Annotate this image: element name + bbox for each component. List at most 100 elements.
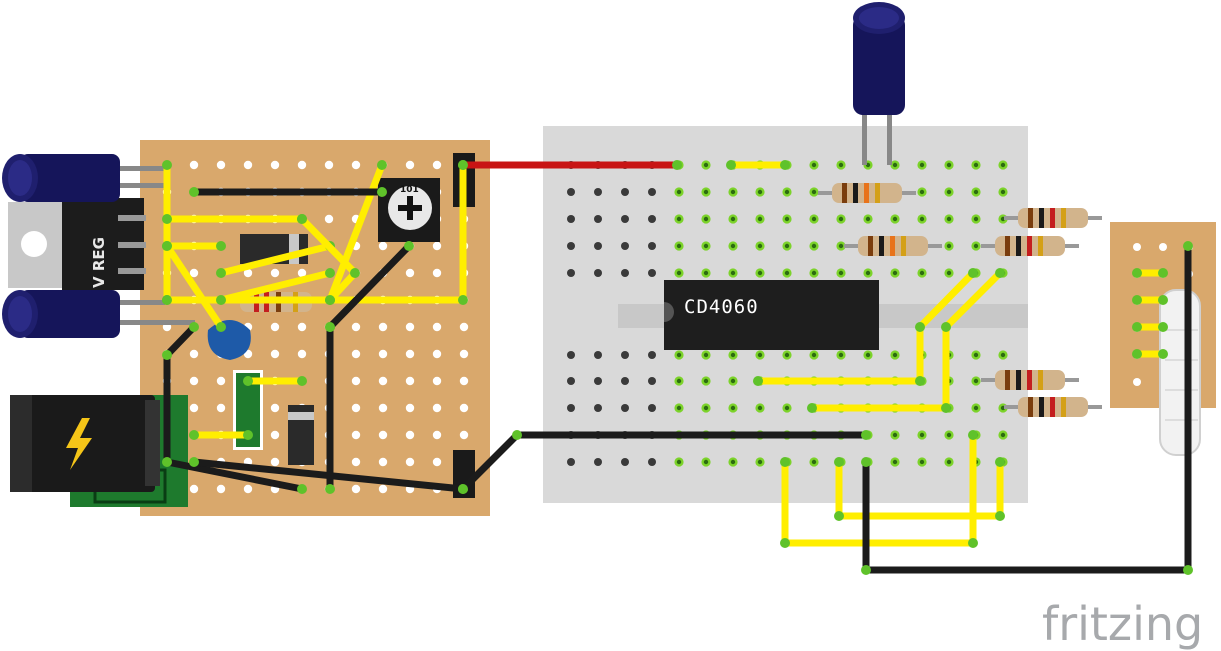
breadboard-hole bbox=[621, 458, 629, 466]
stripboard-hole bbox=[243, 160, 253, 170]
wire-yellow bbox=[808, 269, 1004, 412]
breadboard-hole-pin bbox=[730, 216, 736, 222]
breadboard-hole-pin bbox=[676, 405, 682, 411]
breadboard-hole-pin bbox=[757, 405, 763, 411]
wire-end bbox=[189, 322, 199, 332]
wire-end bbox=[243, 430, 253, 440]
breadboard-hole-pin bbox=[973, 216, 979, 222]
wire-yellow bbox=[163, 242, 225, 331]
breadboard-hole bbox=[594, 188, 602, 196]
stripboard-hole bbox=[432, 403, 442, 413]
stripboard-hole bbox=[432, 349, 442, 359]
breadboard-hole-pin bbox=[757, 216, 763, 222]
stripboard-hole bbox=[297, 268, 307, 278]
resistor-band bbox=[1027, 236, 1032, 256]
resistor-band bbox=[1005, 236, 1010, 256]
stripboard-hole bbox=[432, 322, 442, 332]
stripboard-hole bbox=[351, 322, 361, 332]
breadboard-hole-pin bbox=[703, 162, 709, 168]
breadboard-hole-pin bbox=[703, 459, 709, 465]
led-board-hole bbox=[1133, 243, 1141, 251]
wire-black bbox=[862, 242, 1192, 574]
breadboard-hole-pin bbox=[838, 243, 844, 249]
stripboard-hole bbox=[378, 349, 388, 359]
stripboard-hole bbox=[378, 457, 388, 467]
breadboard-hole-pin bbox=[973, 189, 979, 195]
breadboard-hole-pin bbox=[676, 270, 682, 276]
wire-end bbox=[834, 457, 844, 467]
stripboard-hole bbox=[459, 322, 469, 332]
wire-end bbox=[458, 295, 468, 305]
resistor-band bbox=[1005, 370, 1010, 390]
breadboard-hole-pin bbox=[946, 432, 952, 438]
trimpot: 101 bbox=[378, 178, 440, 242]
stripboard-hole bbox=[270, 457, 280, 467]
stripboard-hole bbox=[378, 430, 388, 440]
breadboard-hole-pin bbox=[703, 405, 709, 411]
breadboard-hole-pin bbox=[730, 378, 736, 384]
wire-end bbox=[1158, 349, 1168, 359]
wire-end bbox=[861, 457, 871, 467]
wire-end bbox=[1132, 268, 1142, 278]
breadboard-hole-pin bbox=[676, 352, 682, 358]
wire-end bbox=[780, 160, 790, 170]
resistor-band bbox=[879, 236, 884, 256]
capacitor-top bbox=[2, 154, 165, 202]
breadboard-hole-pin bbox=[946, 243, 952, 249]
stripboard-hole bbox=[351, 457, 361, 467]
wire-end bbox=[216, 295, 226, 305]
breadboard-hole bbox=[567, 377, 575, 385]
breadboard-hole-pin bbox=[730, 270, 736, 276]
wire-yellow bbox=[326, 161, 386, 304]
breadboard-hole-pin bbox=[946, 216, 952, 222]
breadboard-hole-pin bbox=[865, 352, 871, 358]
resistor-band bbox=[1039, 397, 1044, 417]
breadboard-hole bbox=[621, 242, 629, 250]
wire-end bbox=[216, 241, 226, 251]
wire-end bbox=[297, 484, 307, 494]
wire-end bbox=[995, 511, 1005, 521]
breadboard-hole-pin bbox=[838, 352, 844, 358]
led-board-hole bbox=[1133, 378, 1141, 386]
resistor-band bbox=[868, 236, 873, 256]
breadboard-hole bbox=[594, 269, 602, 277]
stripboard-hole bbox=[243, 268, 253, 278]
wire-end bbox=[162, 457, 172, 467]
breadboard-hole-pin bbox=[946, 459, 952, 465]
breadboard-hole bbox=[621, 377, 629, 385]
breadboard-hole-pin bbox=[811, 162, 817, 168]
stripboard-hole bbox=[351, 349, 361, 359]
wire-end bbox=[162, 350, 172, 360]
resistor-band bbox=[864, 183, 869, 203]
wire-end bbox=[1183, 565, 1193, 575]
wire-end bbox=[780, 538, 790, 548]
wire-end bbox=[189, 457, 199, 467]
breadboard-hole bbox=[567, 458, 575, 466]
stripboard-hole bbox=[405, 322, 415, 332]
wire-end bbox=[995, 268, 1005, 278]
breadboard-hole-pin bbox=[730, 243, 736, 249]
stripboard-hole bbox=[270, 268, 280, 278]
breadboard-hole-pin bbox=[730, 405, 736, 411]
wire-end bbox=[458, 484, 468, 494]
wire-end bbox=[915, 376, 925, 386]
wire-yellow bbox=[835, 458, 1004, 520]
breadboard-hole-pin bbox=[838, 270, 844, 276]
stripboard-hole bbox=[405, 403, 415, 413]
stripboard-hole bbox=[432, 430, 442, 440]
breadboard-hole bbox=[648, 215, 656, 223]
wire-end bbox=[377, 160, 387, 170]
vreg-label: V REG bbox=[90, 237, 108, 288]
output-resistors bbox=[981, 208, 1102, 417]
ic-label: CD4060 bbox=[684, 296, 759, 318]
breadboard-hole-pin bbox=[919, 459, 925, 465]
breadboard-hole-pin bbox=[757, 270, 763, 276]
wire-end bbox=[834, 511, 844, 521]
resistor-band bbox=[875, 183, 880, 203]
stripboard-hole bbox=[351, 160, 361, 170]
breadboard-hole-pin bbox=[946, 162, 952, 168]
breadboard-hole bbox=[594, 215, 602, 223]
resistor-band bbox=[1038, 236, 1043, 256]
breadboard-hole-pin bbox=[919, 270, 925, 276]
